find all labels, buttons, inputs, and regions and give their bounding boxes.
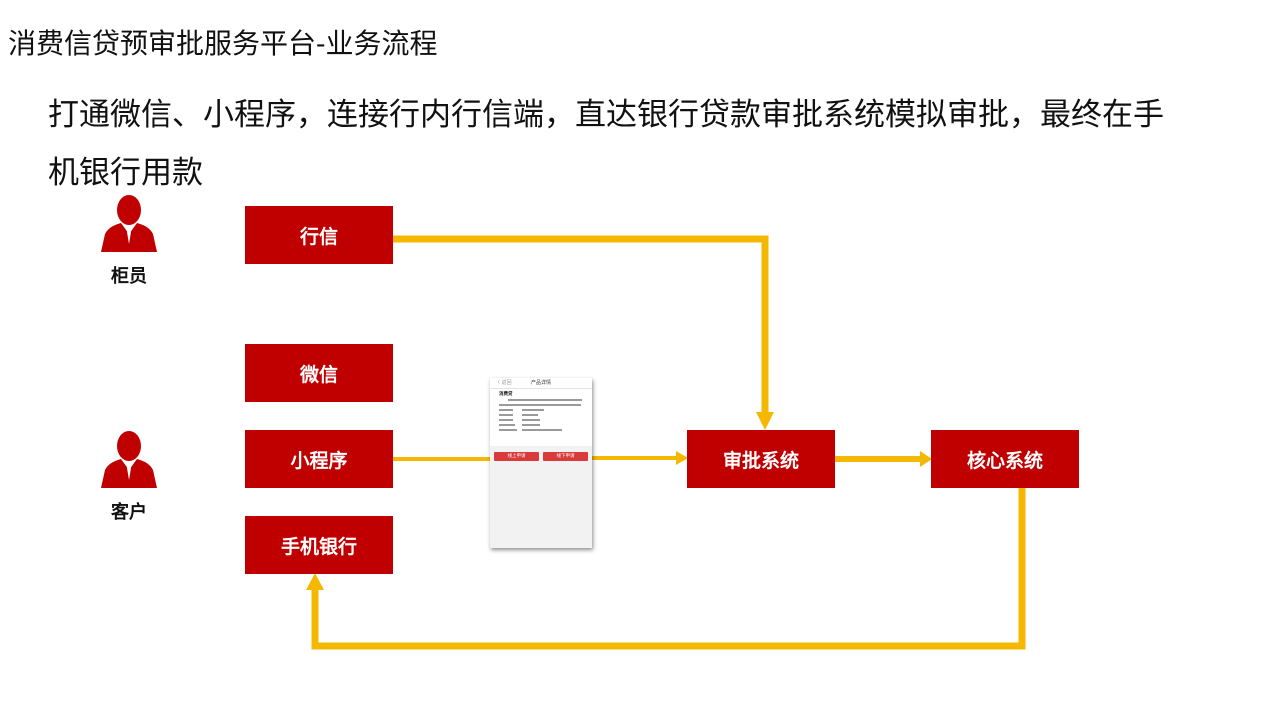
box-approval-system: 审批系统: [687, 430, 835, 488]
teller-icon: [99, 192, 159, 258]
arrowhead-mobilebank-bottom: [306, 573, 324, 590]
arrowhead-approval-left: [676, 451, 688, 465]
page-title: 消费信贷预审批服务平台-业务流程: [8, 27, 438, 60]
phone-text-line: [522, 419, 540, 421]
box-mini-program: 小程序: [245, 430, 393, 488]
phone-content-area: [490, 378, 592, 446]
box-core-system: 核心系统: [931, 430, 1079, 488]
box-mobile-bank: 手机银行: [245, 516, 393, 574]
phone-divider: [490, 388, 592, 389]
phone-product-name: 消费贷: [499, 392, 513, 397]
phone-text-line: [499, 404, 581, 406]
phone-text-line: [499, 409, 513, 411]
arrow-core-to-mobilebank: [311, 488, 1026, 650]
phone-text-line: [522, 414, 538, 416]
subtitle-line-2: 机银行用款: [48, 155, 203, 191]
teller-label: 柜员: [111, 266, 147, 287]
customer-icon: [99, 428, 159, 494]
arrowhead-core-left: [920, 451, 932, 467]
arrowhead-approval-top: [756, 412, 774, 430]
phone-header-title: 产品详情: [530, 380, 551, 386]
customer-label: 客户: [111, 502, 147, 523]
phone-mockup: 〈 返回 产品详情 消费贷 线上申请 线下申请: [490, 378, 592, 548]
phone-text-line: [499, 424, 515, 426]
phone-text-line: [522, 429, 562, 431]
phone-back-link: 〈 返回: [495, 380, 512, 386]
subtitle: 打通微信、小程序，连接行内行信端，直达银行贷款审批系统模拟审批，最终在手 机银行…: [48, 86, 1228, 202]
phone-text-line: [499, 419, 513, 421]
phone-text-line: [508, 399, 582, 401]
subtitle-line-1: 打通微信、小程序，连接行内行信端，直达银行贷款审批系统模拟审批，最终在手: [48, 97, 1164, 133]
phone-offline-apply-button[interactable]: 线下申请: [543, 452, 588, 461]
box-wechat: 微信: [245, 344, 393, 402]
phone-text-line: [499, 414, 513, 416]
box-xingxin: 行信: [245, 206, 393, 264]
phone-online-apply-button[interactable]: 线上申请: [494, 452, 539, 461]
arrow-xingxin-to-approval: [393, 235, 769, 422]
phone-text-line: [522, 424, 540, 426]
phone-text-line: [499, 429, 517, 431]
phone-text-line: [522, 409, 544, 411]
